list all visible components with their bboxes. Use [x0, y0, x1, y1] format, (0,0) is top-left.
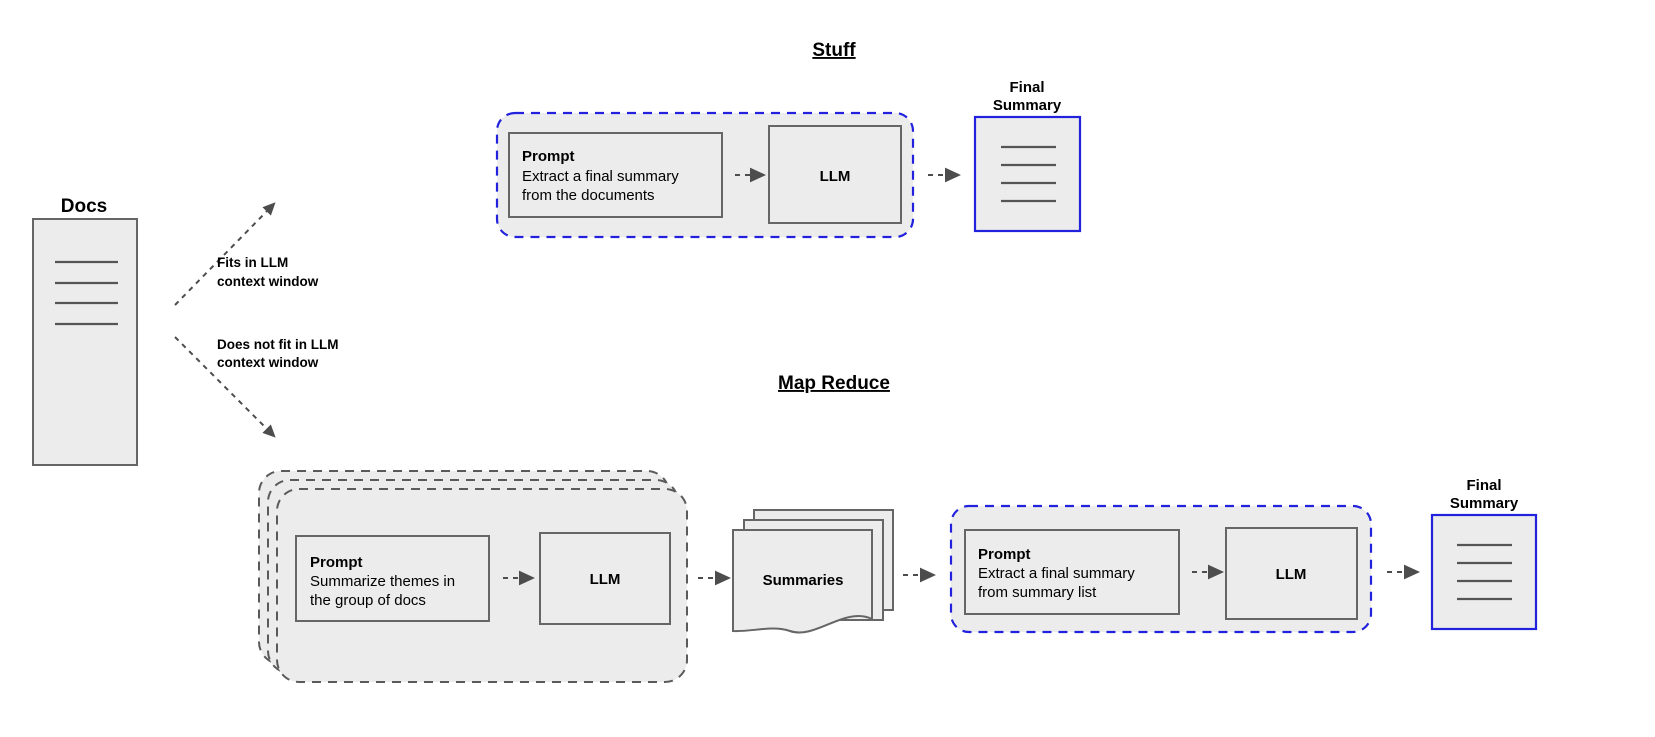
branch-arrow-does-not-fit: Does not fit in LLM context window: [174, 336, 338, 438]
docs-label: Docs: [61, 196, 107, 217]
branch-nofit-label-line2: context window: [217, 355, 319, 370]
stuff-final-summary-group: Final Summary: [973, 79, 1082, 233]
reduce-prompt-box: Prompt Extract a final summary from summ…: [964, 529, 1180, 615]
stuff-prompt-heading: Prompt: [522, 148, 575, 165]
branch-arrow-fits: Fits in LLM context window: [174, 202, 319, 306]
reduce-final-summary-group: Final Summary: [1430, 477, 1538, 631]
map-llm-box: LLM: [539, 532, 671, 625]
reduce-prompt-line2: from summary list: [978, 584, 1097, 601]
branch-nofit-label-line1: Does not fit in LLM: [217, 337, 338, 352]
stuff-chain-group: Prompt Extract a final summary from the …: [495, 111, 915, 239]
stuff-title: Stuff: [812, 40, 856, 61]
reduce-final-summary-box: [1430, 513, 1538, 631]
branch-fits-label-line1: Fits in LLM: [217, 255, 288, 270]
stuff-prompt-box: Prompt Extract a final summary from the …: [508, 132, 723, 218]
stuff-llm-box: LLM: [768, 125, 902, 224]
map-reduce-title: Map Reduce: [778, 373, 890, 394]
reduce-prompt-heading: Prompt: [978, 546, 1031, 563]
map-stack-group: Prompt Summarize themes in the group of …: [258, 470, 688, 683]
stuff-final-summary-box: [973, 115, 1082, 233]
reduce-chain-group: Prompt Extract a final summary from summ…: [949, 504, 1373, 634]
map-llm-label: LLM: [590, 571, 621, 588]
map-prompt-heading: Prompt: [310, 554, 363, 571]
reduce-prompt-line1: Extract a final summary: [978, 565, 1135, 582]
reduce-llm-label: LLM: [1276, 566, 1307, 583]
map-prompt-box: Prompt Summarize themes in the group of …: [295, 535, 490, 622]
summaries-stack-group: Summaries: [732, 509, 894, 634]
docs-box: [32, 218, 138, 466]
summaries-label: Summaries: [763, 572, 844, 589]
stuff-prompt-line1: Extract a final summary: [522, 168, 679, 185]
stuff-final-summary-text-lines: [1001, 145, 1056, 203]
map-prompt-line2: the group of docs: [310, 592, 426, 609]
reduce-final-summary-text-lines: [1457, 543, 1512, 601]
docs-text-lines: [55, 260, 118, 326]
docs-group: Docs: [32, 196, 138, 466]
stuff-final-summary-label-line1: Final: [1009, 79, 1044, 96]
stuff-final-summary-label-line2: Summary: [993, 97, 1062, 114]
stuff-llm-label: LLM: [820, 168, 851, 185]
reduce-llm-box: LLM: [1225, 527, 1358, 620]
branch-fits-label-line2: context window: [217, 274, 319, 289]
summaries-sheet-front: [732, 529, 873, 634]
reduce-final-summary-label-line1: Final: [1466, 477, 1501, 494]
reduce-final-summary-label-line2: Summary: [1450, 495, 1519, 512]
map-prompt-line1: Summarize themes in: [310, 573, 455, 590]
stuff-prompt-line2: from the documents: [522, 187, 655, 204]
